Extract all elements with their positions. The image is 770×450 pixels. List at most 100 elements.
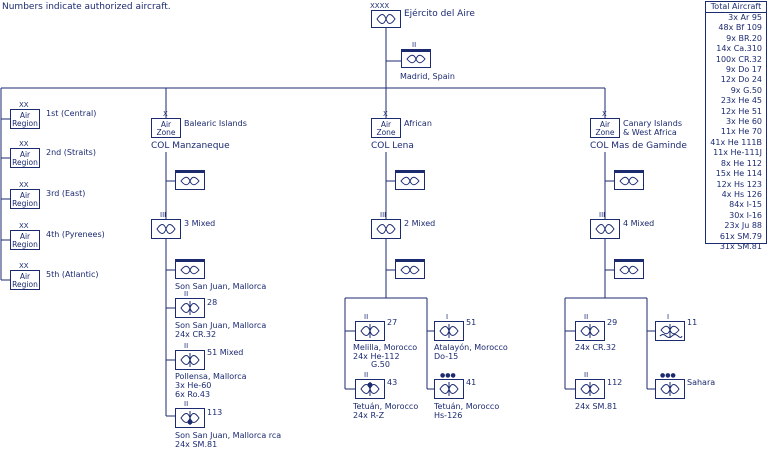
z3-u1-aircraft: 24x CR.32 [575, 343, 617, 352]
zone-2-brigade-echelon: III [380, 211, 387, 219]
z3-u3-echelon: II [584, 371, 589, 379]
total-row: 3x Ar 95 [728, 13, 762, 22]
z2-u2-echelon: I [446, 313, 449, 321]
total-row: 11x He 70 [720, 127, 762, 137]
aviation-icon [619, 176, 639, 186]
total-row: 15x He 114 [715, 169, 762, 179]
total-row: 14x Ca.310 [716, 44, 762, 54]
z2-u2-place: Atalayón, Morocco [434, 343, 508, 352]
total-row: 12x Do 24 [720, 75, 762, 85]
z1-u2-symbol [175, 350, 205, 370]
z3-u1-number: 29 [607, 318, 618, 327]
region-3-line1: Air [19, 191, 31, 200]
recon-icon [660, 382, 680, 396]
z1-u3-number: 113 [207, 408, 223, 417]
zone-1-hq2-label: Son San Juan, Mallorca [175, 282, 267, 291]
zone-1-brigade: 3 Mixed [184, 219, 216, 228]
aviation-icon [619, 265, 639, 275]
zone-2-brigade-symbol [371, 219, 401, 239]
z2-u1-aircraft: 24x He-112 [353, 352, 400, 361]
region-4-label: 4th (Pyrenees) [46, 230, 105, 239]
region-5-line1: Air [19, 272, 31, 281]
fighter-icon [180, 301, 200, 315]
zone-1-line1: Air [160, 120, 172, 129]
z2-u1-symbol [355, 321, 385, 341]
region-1-line2: Region [12, 119, 38, 128]
z2-u2-number: 51 [466, 318, 477, 327]
region-2-line2: Region [12, 158, 38, 167]
z2-u1-aircraft2: G.50 [371, 360, 390, 369]
region-5-echelon: XX [19, 262, 29, 270]
total-row: 3x He 60 [725, 117, 762, 127]
z3-u1-echelon: II [584, 313, 589, 321]
zone-3-name2: & West Africa [623, 128, 677, 137]
z2-u3-echelon: II [364, 371, 369, 379]
hq-echelon: II [412, 41, 417, 49]
region-4-echelon: XX [19, 222, 29, 230]
zone-1-name: Balearic Islands [184, 119, 247, 128]
z2-u3-number: 43 [387, 378, 398, 387]
aviation-icon [180, 265, 200, 275]
region-2-label: 2nd (Straits) [46, 148, 96, 157]
total-row: 12x Hs 123 [716, 179, 762, 189]
zone-1-echelon: X [163, 110, 168, 118]
top-command-title: Ejército del Aire [404, 9, 475, 19]
z3-u2-symbol [655, 321, 685, 341]
total-row: 31x SM.81 [719, 241, 762, 251]
top-command-symbol [371, 10, 401, 28]
aviation-icon [595, 224, 615, 234]
z3-u3-aircraft: 24x SM.81 [575, 402, 618, 411]
top-echelon: XXXX [370, 2, 390, 10]
z1-u2-number: 51 Mixed [207, 348, 244, 357]
zone-3-hq-symbol [614, 170, 644, 190]
fighter-icon [580, 324, 600, 338]
bomber-icon [360, 382, 380, 396]
total-row: 23x Ju 88 [724, 221, 762, 231]
seaplane-icon [659, 324, 683, 338]
z3-u1-symbol [575, 321, 605, 341]
z1-u1-place: Son San Juan, Mallorca [175, 321, 267, 330]
zone-2-name: African [404, 119, 432, 128]
region-2-echelon: XX [19, 140, 29, 148]
zone-3-brigade-echelon: III [599, 211, 606, 219]
region-1-line1: Air [19, 111, 31, 120]
aviation-icon [400, 265, 420, 275]
z2-u1-number: 27 [387, 318, 398, 327]
total-row: 9x Do 17 [725, 65, 762, 75]
z2-u3-symbol [355, 379, 385, 399]
region-4-line1: Air [19, 232, 31, 241]
fighter-icon [360, 324, 380, 338]
total-row: 23x He 45 [720, 96, 762, 106]
zone-2-echelon: X [383, 110, 388, 118]
total-aircraft-table: Total Aircraft 3x Ar 95 48x Bf 109 9x BR… [705, 1, 767, 251]
zone-3-brigade-symbol [590, 219, 620, 239]
zone-1-brigade-echelon: III [160, 211, 167, 219]
zone-2-hq-symbol [395, 170, 425, 190]
madrid-label: Madrid, Spain [400, 72, 455, 81]
z2-u4-number: 41 [466, 378, 477, 387]
total-row: 9x BR.20 [726, 33, 762, 43]
z3-u2-number: 11 [687, 318, 698, 327]
z2-u3-place: Tetuán, Morocco [353, 402, 419, 411]
zone-2-hq2-symbol [395, 259, 425, 279]
total-row: 48x Bf 109 [718, 23, 762, 33]
aviation-icon [156, 224, 176, 234]
z2-u3-aircraft: 24x R-Z [353, 411, 385, 420]
zone-3-name: Canary Islands [623, 119, 682, 128]
fighter-icon [180, 353, 200, 367]
total-row: 8x He 112 [720, 158, 762, 168]
total-row: 41x He 111B [710, 137, 762, 147]
z1-u3-place: Son San Juan, Mallorca rca [175, 431, 282, 440]
zone-2-line2: Zone [376, 128, 396, 137]
z2-u4-echelon: ●●● [440, 372, 456, 379]
bomber-icon [180, 411, 200, 425]
z1-u1-number: 28 [207, 298, 218, 307]
aviation-icon [400, 176, 420, 186]
total-row: 61x SM.79 [719, 231, 762, 241]
aviation-icon [406, 54, 426, 64]
